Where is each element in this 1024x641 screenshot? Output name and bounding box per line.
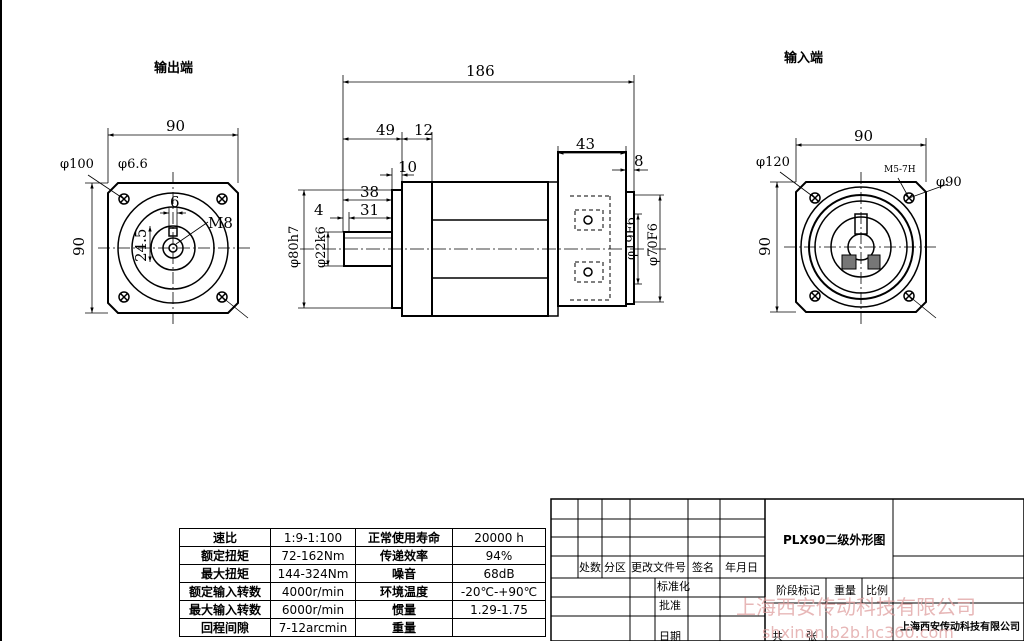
rev-header-zone: 分区 <box>604 561 626 574</box>
output-end-label: 输出端 <box>154 60 193 76</box>
side-186-dim: 186 <box>466 62 495 80</box>
input-end-view <box>770 138 949 324</box>
spec-key: 最大输入转数 <box>179 600 271 619</box>
weight-label: 重量 <box>834 583 856 597</box>
spec-value: 144-324Nm <box>270 564 356 583</box>
spec-key: 重量 <box>355 618 453 637</box>
side-43-dim: 43 <box>576 135 595 153</box>
spec-key: 回程间隙 <box>179 618 271 637</box>
side-38-dim: 38 <box>360 183 379 201</box>
left-height-dim: 90 <box>70 237 88 256</box>
side-phi19f6-dim: φ19F6 <box>624 217 639 260</box>
input-end-label: 输入端 <box>784 50 823 66</box>
spec-value: 4000r/min <box>270 582 356 601</box>
left-phi6-6-dim: φ6.6 <box>118 157 148 172</box>
side-8-dim: 8 <box>634 152 644 170</box>
spec-value: 7-12arcmin <box>270 618 356 637</box>
side-phi70f6-dim: φ70F6 <box>646 223 661 266</box>
spec-value: 20000 h <box>452 528 546 547</box>
rev-header-sign: 签名 <box>692 560 714 574</box>
side-49-dim: 49 <box>376 121 395 139</box>
side-10-dim: 10 <box>398 158 417 176</box>
spec-key: 最大扭矩 <box>179 564 271 583</box>
title-block <box>550 498 1024 641</box>
sheet-label: 张 <box>806 630 817 641</box>
side-12-dim: 12 <box>414 121 433 139</box>
side-phi80h7-dim: φ80h7 <box>287 226 302 268</box>
spec-value: -20℃-+90℃ <box>452 582 546 601</box>
spec-key: 惯量 <box>355 600 453 619</box>
scale-label: 比例 <box>866 583 888 597</box>
total-label: 共 <box>772 630 783 641</box>
table-row: 速比 1:9-1:100 正常使用寿命 20000 h <box>179 528 546 547</box>
left-width-dim: 90 <box>166 117 185 135</box>
standardize-label: 标准化 <box>657 579 690 593</box>
spec-value: 94% <box>452 546 546 565</box>
rev-header-count: 处数 <box>579 561 601 574</box>
spec-key: 传递效率 <box>355 546 453 565</box>
right-phi120-dim: φ120 <box>756 155 790 170</box>
right-m5-dim: M5-7H <box>884 165 916 175</box>
approve-label: 批准 <box>659 598 681 612</box>
spec-value: 68dB <box>452 564 546 583</box>
left-6-dim: 6 <box>170 193 180 211</box>
output-end-view <box>85 128 250 324</box>
side-phi22k6-dim: φ22k6 <box>314 226 329 268</box>
spec-key: 噪音 <box>355 564 453 583</box>
table-row: 额定输入转数 4000r/min 环境温度 -20℃-+90℃ <box>179 582 546 601</box>
spec-table: 速比 1:9-1:100 正常使用寿命 20000 h 额定扭矩 72-162N… <box>179 528 546 637</box>
watermark-url: shxinan.b2b.hc360.com <box>762 623 954 641</box>
side-4-dim: 4 <box>314 201 324 219</box>
spec-key: 正常使用寿命 <box>355 528 453 547</box>
side-31-dim: 31 <box>360 201 379 219</box>
table-row: 最大输入转数 6000r/min 惯量 1.29-1.75 <box>179 600 546 619</box>
side-view <box>298 75 668 317</box>
spec-key: 环境温度 <box>355 582 453 601</box>
spec-value: 6000r/min <box>270 600 356 619</box>
right-width-dim: 90 <box>854 127 873 145</box>
table-row: 额定扭矩 72-162Nm 传递效率 94% <box>179 546 546 565</box>
spec-key: 额定输入转数 <box>179 582 271 601</box>
right-phi90-dim: φ90 <box>936 175 962 190</box>
spec-value: 1:9-1:100 <box>270 528 356 547</box>
spec-key: 速比 <box>179 528 271 547</box>
spec-value: 1.29-1.75 <box>452 600 546 619</box>
watermark-company: 上海西安传动科技有限公司 <box>736 595 976 619</box>
drawing-title: PLX90二级外形图 <box>783 532 885 547</box>
revision-headers: 处数 分区 更改文件号 签名 年月日 标准化 批准 日期 阶段标记 重量 比例 … <box>579 560 1020 641</box>
date-label: 日期 <box>659 630 681 641</box>
right-height-dim: 90 <box>756 237 774 256</box>
rev-header-date: 年月日 <box>725 560 758 574</box>
spec-value <box>452 618 546 637</box>
stage-mark-label: 阶段标记 <box>776 583 820 597</box>
company-label: 上海西安传动科技有限公司 <box>900 620 1020 633</box>
table-row: 回程间隙 7-12arcmin 重量 <box>179 618 546 637</box>
spec-value: 72-162Nm <box>270 546 356 565</box>
spec-key: 额定扭矩 <box>179 546 271 565</box>
left-phi100-dim: φ100 <box>60 157 94 172</box>
left-m8-dim: M8 <box>208 214 233 232</box>
rev-header-docno: 更改文件号 <box>631 560 686 574</box>
table-row: 最大扭矩 144-324Nm 噪音 68dB <box>179 564 546 583</box>
left-24-5-dim: 24.5 <box>132 229 150 262</box>
